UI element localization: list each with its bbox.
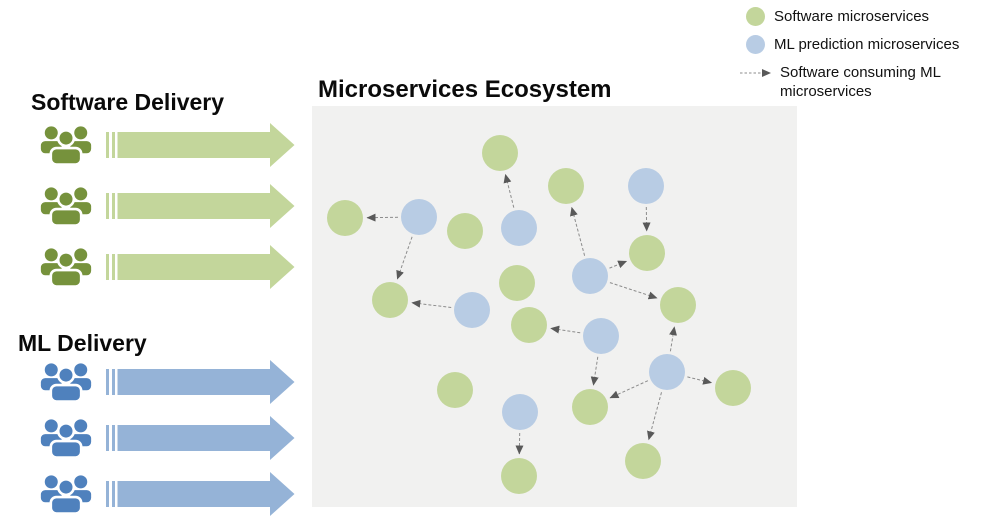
software-team-row [40, 120, 295, 170]
delivery-arrow-icon [106, 359, 295, 405]
ml-prediction-microservice-node-b3 [628, 168, 664, 204]
legend-label: ML prediction microservices [774, 35, 959, 54]
legend-item-ml: ML prediction microservices [746, 35, 984, 54]
delivery-arrow-icon [106, 471, 295, 517]
consumption-edge-b4-g2 [572, 207, 585, 255]
consumption-edge-b8-g8 [670, 327, 674, 352]
software-microservice-node-g8 [660, 287, 696, 323]
consumption-edge-b8-g11 [610, 381, 648, 398]
consumption-edge-b6-g9 [551, 328, 581, 333]
legend-item-software: Software microservices [746, 7, 984, 26]
ml-prediction-microservice-node-b2 [501, 210, 537, 246]
ml-prediction-microservice-node-b8 [649, 354, 685, 390]
ml-team-row [40, 469, 295, 519]
software-microservice-node-g1 [482, 135, 518, 171]
team-people-icon [40, 361, 92, 403]
team-people-icon [40, 417, 92, 459]
ecosystem-network [312, 106, 797, 507]
ecosystem-box [312, 106, 797, 507]
software-microservice-node-g11 [572, 389, 608, 425]
consumption-edge-b1-g7 [397, 237, 412, 279]
team-people-icon [40, 185, 92, 227]
software-microservice-node-g14 [501, 458, 537, 494]
software-team-row [40, 242, 295, 292]
software-microservice-node-g9 [511, 307, 547, 343]
legend-label: Software microservices [774, 7, 929, 26]
software-microservice-node-g4 [447, 213, 483, 249]
consumption-edge-b8-g13 [649, 392, 662, 440]
ml-team-row [40, 413, 295, 463]
ml-prediction-microservice-node-b5 [454, 292, 490, 328]
software-microservice-node-g5 [629, 235, 665, 271]
software-microservice-node-g13 [625, 443, 661, 479]
delivery-arrow-icon [106, 122, 295, 168]
ml-delivery-rows [40, 357, 295, 519]
legend-label: Software consuming ML microservices [780, 63, 984, 101]
consumption-edge-b4-g5 [610, 261, 627, 268]
consuming-arrow-swatch-icon [740, 67, 771, 79]
legend-item-consuming: Software consuming ML microservices [746, 63, 984, 101]
ecosystem-title: Microservices Ecosystem [318, 76, 612, 104]
software-delivery-title: Software Delivery [31, 89, 224, 116]
ml-prediction-microservice-node-b6 [583, 318, 619, 354]
consumption-edge-b2-g1 [505, 174, 513, 207]
legend: Software microservices ML prediction mic… [746, 7, 984, 110]
team-people-icon [40, 473, 92, 515]
software-microservice-node-g7 [372, 282, 408, 318]
ml-prediction-microservice-node-b7 [502, 394, 538, 430]
software-microservice-node-g6 [499, 265, 535, 301]
software-team-row [40, 181, 295, 231]
delivery-arrow-icon [106, 244, 295, 290]
software-microservice-node-g12 [715, 370, 751, 406]
software-node-swatch-icon [746, 7, 765, 26]
team-people-icon [40, 246, 92, 288]
software-microservice-node-g3 [327, 200, 363, 236]
consumption-edge-b4-g8 [610, 283, 657, 299]
delivery-arrow-icon [106, 183, 295, 229]
consumption-edge-b6-g11 [593, 357, 597, 386]
delivery-arrow-icon [106, 415, 295, 461]
ml-prediction-microservice-node-b4 [572, 258, 608, 294]
ml-delivery-title: ML Delivery [18, 330, 147, 357]
ml-prediction-microservice-node-b1 [401, 199, 437, 235]
software-microservice-node-g10 [437, 372, 473, 408]
ml-node-swatch-icon [746, 35, 765, 54]
consumption-edge-b5-g7 [412, 303, 451, 308]
software-microservice-node-g2 [548, 168, 584, 204]
software-delivery-rows [40, 120, 295, 292]
team-people-icon [40, 124, 92, 166]
ml-team-row [40, 357, 295, 407]
consumption-edge-b8-g12 [687, 377, 711, 383]
